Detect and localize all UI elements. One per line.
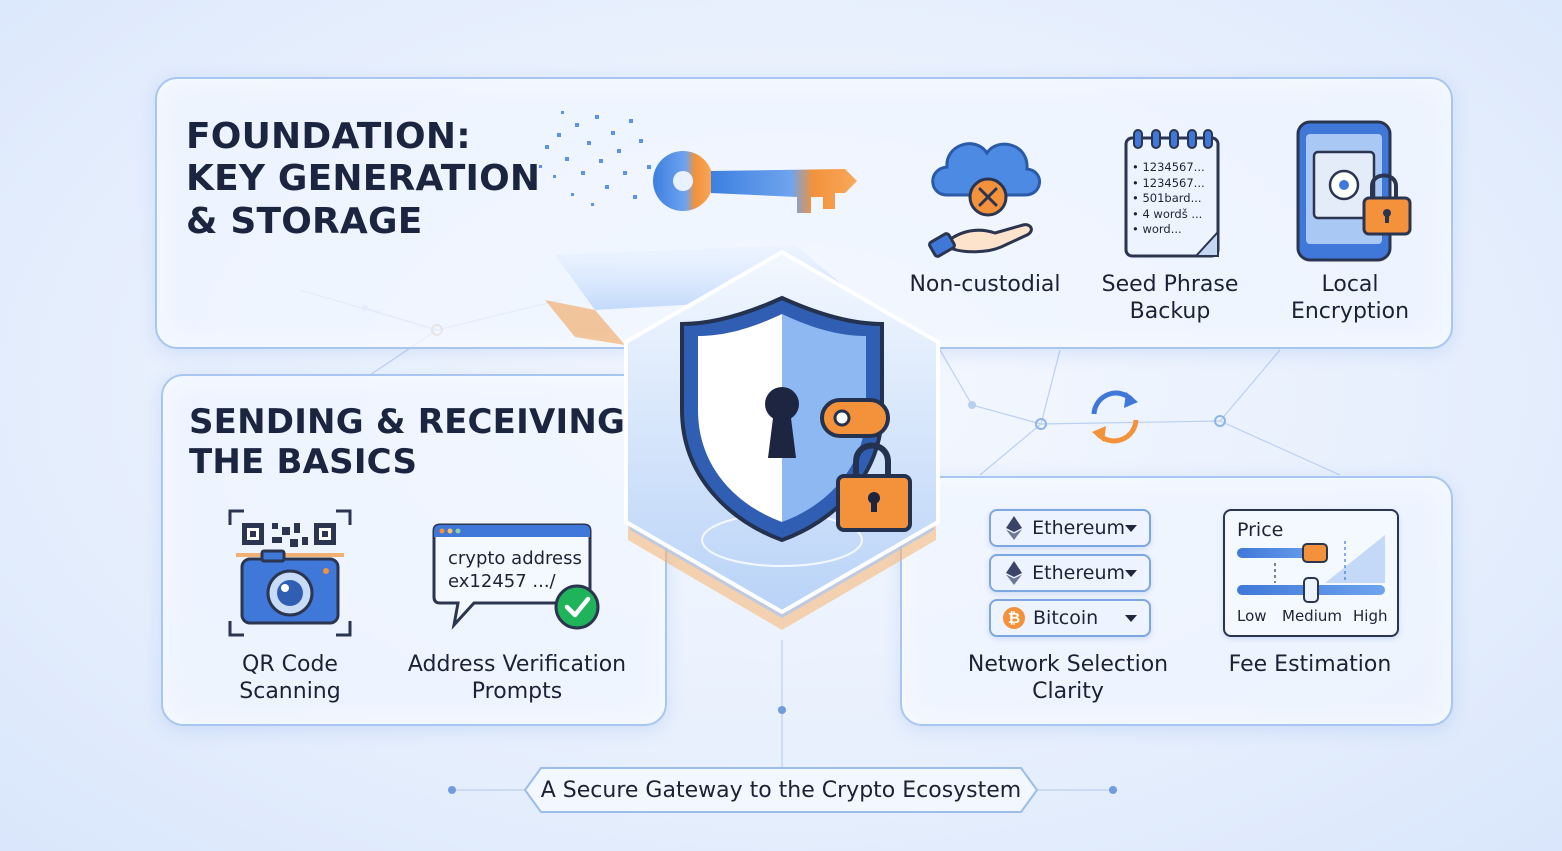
sync-arrows-icon [1091, 390, 1139, 444]
qr-code-label: QR Code Scanning [210, 652, 370, 706]
foundation-title-line: FOUNDATION: [186, 116, 471, 157]
cloud-hand-x-icon [928, 142, 1041, 258]
fee-scale-low: Low [1237, 607, 1267, 625]
seed-phrase-label: Seed Phrase Backup [1090, 272, 1250, 326]
fee-estimation-label: Fee Estimation [1214, 652, 1406, 679]
fee-level-slider-thumb[interactable] [1303, 577, 1319, 603]
label-line: Scanning [239, 678, 341, 704]
sending-title: SENDING & RECEIVING: THE BASICS [189, 402, 639, 482]
chevron-down-icon [1125, 524, 1137, 532]
seed-word-line: • 501bard... [1132, 191, 1202, 206]
footer-text: A Secure Gateway to the Crypto Ecosystem [540, 777, 1022, 803]
ethereum-icon [1001, 560, 1026, 586]
seed-word-line: • word... [1132, 222, 1182, 237]
label-line: Backup [1129, 298, 1211, 324]
fee-card-title: Price [1237, 519, 1284, 541]
chevron-down-icon [1125, 569, 1137, 577]
seed-word-line: • 1234567... [1132, 175, 1205, 190]
label-line: Local [1321, 272, 1379, 297]
banner-shape [523, 767, 1039, 813]
foundation-title-line: & STORAGE [186, 200, 423, 242]
network-select-ethereum-2[interactable]: Ethereum [989, 554, 1151, 592]
ethereum-icon [1001, 515, 1026, 541]
fee-card: Price Low Medium High [1223, 509, 1399, 637]
seed-notepad-icon: • 1234567... • 1234567... • 501bard... •… [1122, 128, 1222, 258]
network-selection-label: Network Selection Clarity [950, 652, 1186, 706]
network-select-value: Bitcoin [1033, 607, 1099, 629]
address-line: crypto address [448, 548, 582, 569]
label-line: Non-custodial [909, 272, 1061, 297]
seed-word-line: • 4 wordš ... [1132, 206, 1203, 221]
label-line: Seed Phrase [1101, 272, 1239, 297]
footer-banner: A Secure Gateway to the Crypto Ecosystem [523, 766, 1039, 814]
qr-camera-icon [228, 509, 352, 637]
local-encryption-label: Local Encryption [1270, 272, 1430, 326]
label-line: Encryption [1290, 298, 1410, 324]
label-line: Address Verification [407, 652, 627, 677]
phone-safe-lock-icon [1296, 120, 1412, 262]
fee-scale-high: High [1353, 607, 1388, 625]
bitcoin-icon: ₿ [1001, 605, 1027, 631]
foundation-title-line: KEY GENERATION [186, 158, 541, 200]
label-line: Network Selection [967, 652, 1169, 677]
network-select-ethereum-1[interactable]: Ethereum [989, 509, 1151, 547]
fee-price-slider-thumb[interactable] [1302, 543, 1328, 563]
non-custodial-label: Non-custodial [895, 272, 1075, 299]
network-select-value: Ethereum [1032, 517, 1125, 539]
address-verification-label: Address Verification Prompts [392, 652, 642, 706]
sending-title-line: SENDING & RECEIVING: [189, 402, 639, 442]
sending-title-line: THE BASICS [189, 442, 418, 483]
label-line: QR Code [242, 652, 338, 677]
address-line: ex12457 .../ [448, 571, 556, 592]
label-line: Clarity [1032, 678, 1104, 704]
fee-scale-medium: Medium [1282, 607, 1342, 625]
fee-price-slider[interactable] [1237, 548, 1327, 558]
label-line: Fee Estimation [1228, 652, 1392, 677]
seed-word-line: • 1234567... [1132, 160, 1205, 174]
label-line: Prompts [471, 678, 563, 704]
chevron-down-icon [1125, 614, 1137, 622]
foundation-title: FOUNDATION: KEY GENERATION & STORAGE [186, 116, 540, 243]
svg-text:₿: ₿ [1008, 609, 1020, 627]
network-select-bitcoin[interactable]: ₿ Bitcoin [989, 599, 1151, 637]
network-select-value: Ethereum [1032, 562, 1125, 584]
central-shield-hexagon [624, 249, 940, 630]
address-window-check-icon: crypto address ex12457 .../ [430, 521, 602, 633]
